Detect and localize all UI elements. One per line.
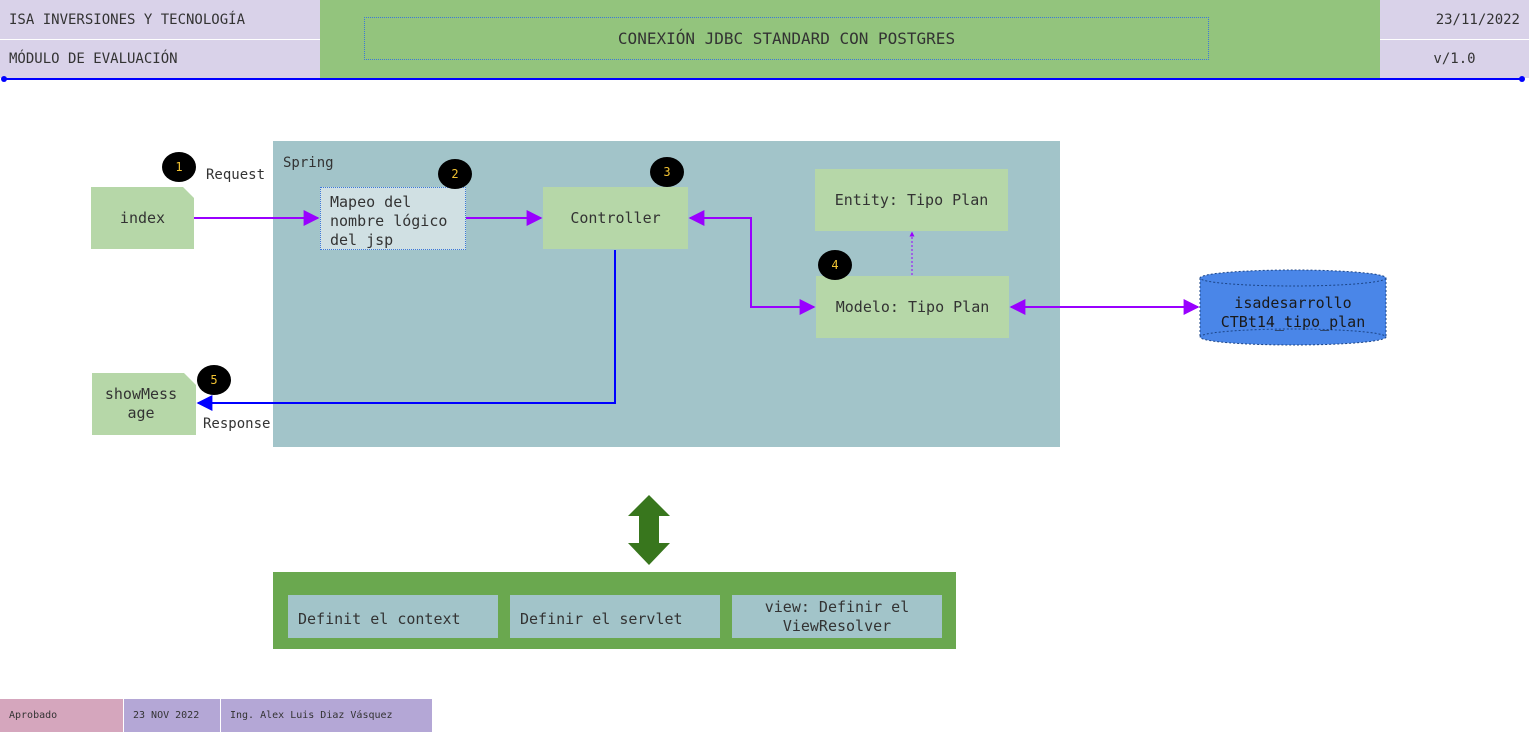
index-page-label: index (119, 209, 166, 227)
header-date: 23/11/2022 (1435, 11, 1520, 28)
version-cell: v/1.0 (1380, 40, 1529, 78)
config-view-label-line2: ViewResolver (782, 616, 892, 635)
entity-box: Entity: Tipo Plan (815, 169, 1008, 231)
database-table: CTBt14_tipo_plan (1220, 313, 1366, 331)
header-version: v/1.0 (1433, 51, 1476, 67)
index-page: index (91, 187, 194, 249)
config-context-box: Definit el context (288, 595, 498, 638)
database-name: isadesarrollo (1234, 294, 1352, 312)
show-message-label-line1: showMess (104, 385, 178, 403)
footer-author: Ing. Alex Luis Diaz Vásquez (221, 699, 432, 732)
mapping-label-line2: nombre lógico (330, 212, 448, 230)
module-name: MÓDULO DE EVALUACIÓN (9, 51, 178, 67)
show-message-page: showMess age (92, 373, 190, 435)
mapping-label-line3: del jsp (330, 231, 394, 249)
footer-date-text: 23 NOV 2022 (133, 710, 200, 721)
footer-status-text: Aprobado (9, 710, 58, 721)
entity-label: Entity: Tipo Plan (834, 191, 989, 209)
step-badge-2-text: 2 (451, 167, 459, 181)
title-cell (320, 0, 1380, 78)
date-cell: 23/11/2022 (1380, 0, 1529, 40)
page-title: CONEXIÓN JDBC STANDARD CON POSTGRES (364, 17, 1209, 60)
step-badge-3: 3 (650, 157, 684, 187)
step-badge-1-text: 1 (175, 160, 183, 174)
response-arrow (196, 250, 616, 411)
page-title-text: CONEXIÓN JDBC STANDARD CON POSTGRES (617, 29, 956, 48)
config-servlet-box: Definir el servlet (510, 595, 720, 638)
index-page-shape (91, 187, 194, 249)
mapping-label-line1: Mapeo del (330, 193, 412, 211)
response-label: Response (203, 416, 271, 432)
database-label: isadesarrollo CTBt14_tipo_plan (1200, 294, 1386, 332)
header-divider-right-dot (1519, 76, 1525, 82)
config-context-label: Definit el context (298, 609, 461, 628)
step-badge-4: 4 (818, 250, 852, 280)
footer-date: 23 NOV 2022 (124, 699, 220, 732)
config-servlet-label: Definir el servlet (520, 609, 683, 628)
config-view-label-line1: view: Definir el (764, 597, 910, 616)
request-label: Request (206, 167, 266, 183)
header-divider-left-dot (1, 76, 7, 82)
model-box: Modelo: Tipo Plan (816, 276, 1009, 338)
company-cell: ISA INVERSIONES Y TECNOLOGÍA (0, 0, 320, 40)
mapping-box: Mapeo del nombre lógico del jsp (320, 187, 466, 250)
step-badge-1: 1 (162, 152, 196, 182)
spring-label: Spring (283, 155, 334, 171)
step-badge-3-text: 3 (663, 165, 671, 179)
model-label: Modelo: Tipo Plan (835, 298, 990, 316)
controller-model-arrow (688, 210, 816, 315)
controller-label: Controller (570, 209, 661, 227)
config-view-box: view: Definir el ViewResolver (732, 595, 942, 638)
footer-author-text: Ing. Alex Luis Diaz Vásquez (230, 710, 393, 721)
bidirectional-arrow-icon (628, 495, 670, 565)
company-name: ISA INVERSIONES Y TECNOLOGÍA (9, 11, 246, 28)
step-badge-5: 5 (197, 365, 231, 395)
module-cell: MÓDULO DE EVALUACIÓN (0, 40, 320, 78)
show-message-label-line2: age (127, 404, 155, 422)
step-badge-4-text: 4 (831, 258, 839, 272)
step-badge-2: 2 (438, 159, 472, 189)
database-cylinder (1199, 269, 1387, 346)
controller-box: Controller (543, 187, 688, 249)
show-message-page-shape (92, 373, 196, 435)
step-badge-5-text: 5 (210, 373, 218, 387)
footer-status: Aprobado (0, 699, 123, 732)
